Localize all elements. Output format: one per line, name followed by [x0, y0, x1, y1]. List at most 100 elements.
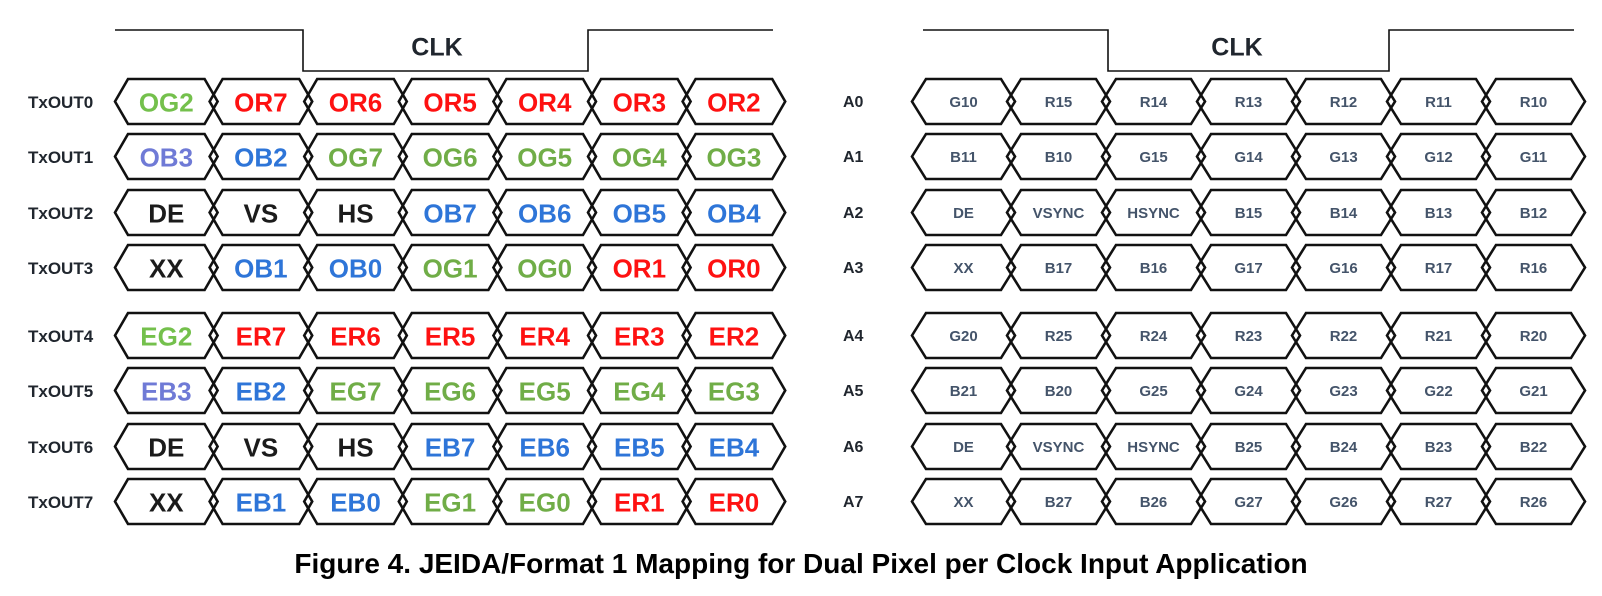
signal-cell-shape: [1195, 422, 1302, 471]
signal-cell-shape: [1100, 311, 1207, 360]
signal-cell-value: G26: [1329, 494, 1357, 511]
signal-cell-shape: [910, 422, 1017, 471]
signal-cell-value: G10: [949, 94, 977, 111]
signal-cell-shape: [910, 477, 1017, 526]
signal-cell-value: EG6: [424, 377, 476, 407]
signal-cell-shape: [491, 477, 598, 526]
signal-cell-value: OG7: [328, 143, 383, 173]
signal-cell-value: OR6: [329, 88, 382, 118]
signal-cell-value: OB7: [423, 199, 476, 229]
signal-cell-shape: [681, 477, 787, 526]
signal-cell-value: OG4: [612, 143, 667, 173]
signal-cell-value: XX: [149, 254, 184, 284]
signal-row-label: TxOUT7: [28, 493, 93, 512]
signal-cell-shape: [113, 188, 220, 237]
signal-cell-shape: [113, 243, 220, 292]
signal-cell-shape: [1290, 422, 1397, 471]
signal-cell-shape: [586, 422, 693, 471]
signal-cell-value: B27: [1045, 494, 1073, 511]
signal-cell-shape: [681, 243, 787, 292]
signal-cell-value: XX: [953, 494, 973, 511]
signal-cell-value: G23: [1329, 383, 1357, 400]
signal-cell-shape: [491, 311, 598, 360]
signal-cell-value: R23: [1235, 328, 1263, 345]
signal-cell-value: EB4: [709, 433, 760, 463]
signal-cell-value: ER4: [519, 322, 570, 352]
signal-cell-shape: [1100, 243, 1207, 292]
signal-cell-shape: [910, 77, 1017, 126]
signal-cell-value: OR4: [518, 88, 572, 118]
signal-cell-shape: [681, 132, 787, 181]
signal-cell-value: R16: [1520, 260, 1548, 277]
signal-cell-value: EB5: [614, 433, 665, 463]
signal-cell-shape: [208, 243, 314, 292]
signal-cell-shape: [397, 422, 503, 471]
signal-cell-value: G14: [1234, 149, 1263, 166]
right-clock-label: CLK: [1211, 34, 1262, 62]
signal-cell-shape: [397, 311, 503, 360]
left-clock-label: CLK: [411, 34, 462, 62]
signal-cell-shape: [397, 132, 503, 181]
signal-cell-value: G25: [1139, 383, 1167, 400]
signal-cell-value: G22: [1424, 383, 1452, 400]
signal-cell-shape: [1480, 311, 1587, 360]
signal-cell-value: XX: [953, 260, 973, 277]
signal-cell-value: R13: [1235, 94, 1263, 111]
signal-cell-shape: [397, 243, 503, 292]
signal-cell-shape: [1385, 366, 1492, 415]
signal-cell-value: R11: [1425, 94, 1452, 111]
signal-cell-shape: [113, 477, 220, 526]
signal-cell-shape: [1480, 366, 1587, 415]
right-clock-waveform: [923, 29, 1574, 72]
signal-cell-shape: [1195, 311, 1302, 360]
signal-cell-value: ER6: [330, 322, 381, 352]
signal-cell-value: B12: [1520, 205, 1548, 222]
signal-cell-value: VSYNC: [1033, 205, 1085, 222]
signal-cell-value: OR3: [613, 88, 666, 118]
signal-cell-value: G11: [1520, 149, 1548, 166]
signal-cell-shape: [1005, 77, 1112, 126]
signal-cell-value: B26: [1140, 494, 1168, 511]
signal-cell-value: OB4: [707, 199, 761, 229]
signal-cell-value: OR1: [613, 254, 666, 284]
signal-cell-value: B10: [1045, 149, 1073, 166]
signal-cell-shape: [1480, 422, 1587, 471]
signal-cell-value: B23: [1425, 439, 1453, 456]
signal-cell-shape: [208, 188, 314, 237]
signal-cell-shape: [1480, 188, 1587, 237]
signal-cell-shape: [586, 477, 693, 526]
signal-cell-shape: [397, 366, 503, 415]
signal-cell-shape: [1005, 366, 1112, 415]
signal-cell-shape: [1290, 311, 1397, 360]
signal-cell-value: EG2: [140, 322, 192, 352]
signal-cell-value: B20: [1045, 383, 1073, 400]
signal-cell-value: ER0: [709, 488, 760, 518]
signal-cell-shape: [1100, 188, 1207, 237]
signal-cell-shape: [1195, 77, 1302, 126]
signal-cell-value: R26: [1520, 494, 1548, 511]
signal-cell-shape: [113, 366, 220, 415]
signal-row-label: TxOUT3: [28, 259, 93, 278]
signal-cell-shape: [586, 311, 693, 360]
signal-cell-shape: [208, 77, 314, 126]
signal-row-label: TxOUT4: [28, 327, 94, 346]
signal-row-label: A5: [843, 383, 864, 400]
signal-cell-shape: [586, 132, 693, 181]
signal-cell-value: OG1: [423, 254, 478, 284]
signal-cell-value: G21: [1519, 383, 1547, 400]
signal-cell-value: EG3: [708, 377, 760, 407]
signal-cell-value: EB0: [330, 488, 381, 518]
signal-cell-value: EB7: [425, 433, 476, 463]
signal-cell-value: OB1: [234, 254, 287, 284]
signal-cell-value: EB6: [519, 433, 570, 463]
